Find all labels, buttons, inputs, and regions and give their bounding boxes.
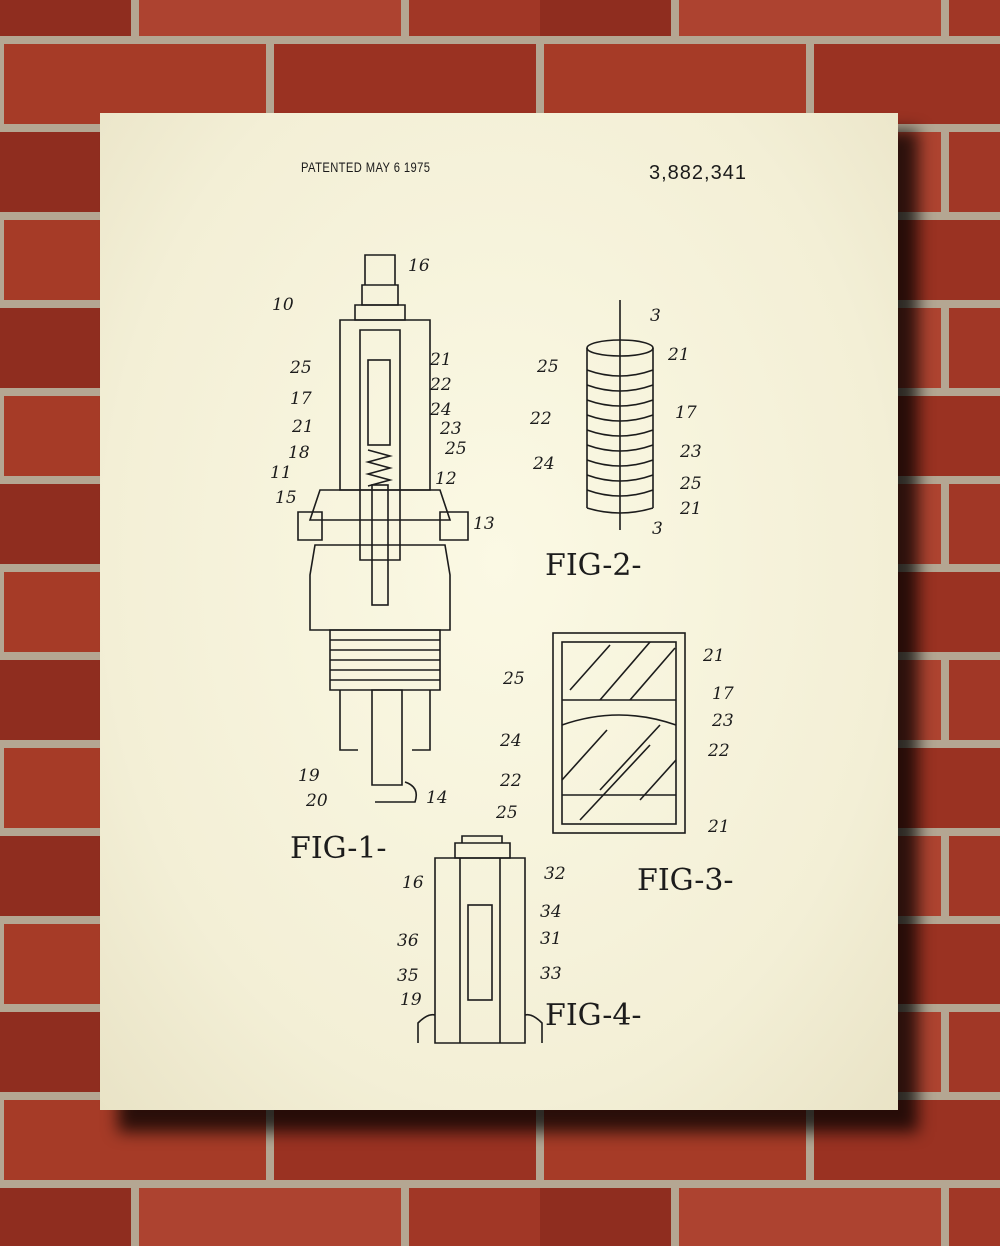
label-fig2-1: 21 bbox=[667, 345, 690, 365]
label-fig1-16: 20 bbox=[305, 791, 328, 811]
label-fig1-1: 10 bbox=[272, 295, 294, 315]
label-fig1-3: 21 bbox=[429, 350, 452, 370]
label-fig1-17: 14 bbox=[426, 788, 448, 808]
patent-number: 3,882,341 bbox=[649, 162, 747, 184]
label-fig1-6: 24 bbox=[429, 400, 452, 420]
label-fig1-2: 25 bbox=[289, 358, 312, 378]
label-fig4-0: 32 bbox=[544, 864, 566, 884]
label-fig4-3: 36 bbox=[397, 931, 419, 951]
label-fig2-3: 22 bbox=[529, 409, 552, 429]
fig2-element bbox=[586, 300, 654, 530]
label-fig3-7: 25 bbox=[495, 803, 518, 823]
figure-caption-1: FIG-1- bbox=[290, 831, 387, 866]
fig4-section bbox=[417, 835, 543, 1044]
label-fig1-7: 23 bbox=[439, 419, 462, 439]
label-fig1-9: 25 bbox=[444, 439, 467, 459]
fig1-spark-plug bbox=[297, 254, 469, 803]
label-fig1-0: 16 bbox=[408, 256, 430, 276]
label-fig3-6: 22 bbox=[499, 771, 522, 791]
label-fig1-10: 18 bbox=[288, 443, 310, 463]
label-fig2-2: 25 bbox=[536, 357, 559, 377]
label-fig2-6: 24 bbox=[532, 454, 555, 474]
label-fig3-8: 21 bbox=[707, 817, 730, 837]
patented-date: PATENTED MAY 6 1975 bbox=[301, 159, 431, 175]
figure-caption-3: FIG-3- bbox=[637, 863, 734, 898]
patent-poster: PATENTED MAY 6 1975 3,882,341 bbox=[100, 113, 898, 1110]
label-fig1-8: 21 bbox=[291, 417, 314, 437]
label-fig3-2: 17 bbox=[712, 684, 734, 704]
label-fig1-5: 17 bbox=[290, 389, 312, 409]
label-fig1-4: 22 bbox=[429, 375, 452, 395]
figure-caption-4: FIG-4- bbox=[545, 998, 642, 1033]
label-fig1-14: 13 bbox=[473, 514, 495, 534]
label-fig2-5: 23 bbox=[679, 442, 702, 462]
label-fig4-6: 33 bbox=[540, 964, 562, 984]
label-fig3-5: 22 bbox=[707, 741, 730, 761]
label-fig4-4: 31 bbox=[540, 929, 562, 949]
label-fig4-7: 19 bbox=[400, 990, 422, 1010]
label-fig2-0: 3 bbox=[650, 306, 661, 326]
label-fig4-1: 16 bbox=[402, 873, 424, 893]
figure-caption-2: FIG-2- bbox=[545, 548, 642, 583]
label-fig1-15: 19 bbox=[298, 766, 320, 786]
label-fig2-4: 17 bbox=[675, 403, 697, 423]
label-fig2-8: 21 bbox=[679, 499, 702, 519]
label-fig3-0: 21 bbox=[702, 646, 725, 666]
label-fig3-3: 23 bbox=[711, 711, 734, 731]
label-fig3-1: 25 bbox=[502, 669, 525, 689]
fig3-section bbox=[552, 632, 686, 834]
label-fig3-4: 24 bbox=[499, 731, 522, 751]
label-fig1-11: 12 bbox=[435, 469, 457, 489]
label-fig2-7: 25 bbox=[679, 474, 702, 494]
label-fig1-12: 11 bbox=[270, 463, 292, 483]
label-fig2-9: 3 bbox=[652, 519, 663, 539]
label-fig4-2: 34 bbox=[540, 902, 562, 922]
label-fig1-13: 15 bbox=[275, 488, 297, 508]
label-fig4-5: 35 bbox=[397, 966, 419, 986]
